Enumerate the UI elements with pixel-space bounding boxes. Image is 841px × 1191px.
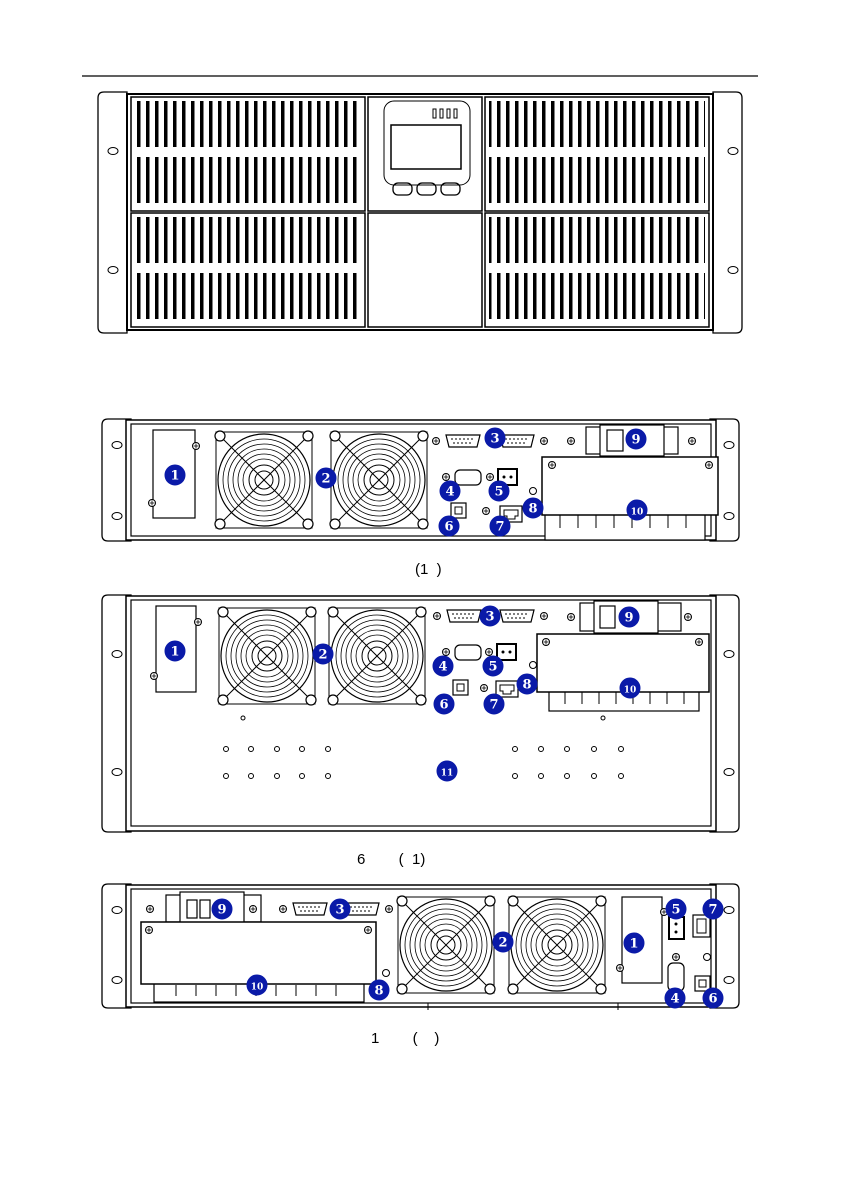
rear-view-6 <box>102 595 739 832</box>
callout-number: 10 <box>631 508 644 518</box>
caption-rear-view-tower: 1 ( ) <box>371 1030 439 1047</box>
callout-number: 1 <box>170 645 179 660</box>
callout-number: 8 <box>528 502 537 517</box>
callout-number: 2 <box>498 936 507 951</box>
callout-number: 2 <box>318 648 327 663</box>
callout-number: 8 <box>522 678 531 693</box>
callout-number: 7 <box>489 698 498 713</box>
callout-number: 9 <box>631 433 640 448</box>
callout-number: 5 <box>671 903 680 918</box>
callout-number: 6 <box>439 698 448 713</box>
callout-number: 9 <box>217 903 226 918</box>
caption-rear-view-6: 6 ( 1) <box>357 851 425 868</box>
callout-number: 8 <box>374 984 383 999</box>
callout-number: 3 <box>485 610 494 625</box>
callout-number: 2 <box>321 472 330 487</box>
callout-number: 7 <box>708 903 717 918</box>
callout-number: 5 <box>488 660 497 675</box>
callout-number: 4 <box>445 485 454 500</box>
callout-number: 9 <box>624 611 633 626</box>
caption-rear-view-1: (1 ) <box>415 561 442 578</box>
callout-number: 10 <box>251 983 264 993</box>
callout-number: 6 <box>444 520 453 535</box>
callout-number: 3 <box>335 903 344 918</box>
callout-number: 4 <box>438 660 447 675</box>
callout-number: 3 <box>490 432 499 447</box>
callout-number: 4 <box>670 992 679 1007</box>
callout-number: 11 <box>441 769 454 779</box>
callout-number: 1 <box>170 469 179 484</box>
callout-number: 5 <box>494 485 503 500</box>
callout-number: 10 <box>624 686 637 696</box>
front-view <box>98 92 742 333</box>
callout-number: 7 <box>495 520 504 535</box>
lcd-display-icon <box>391 125 461 169</box>
callout-number: 1 <box>629 937 638 952</box>
callout-number: 6 <box>708 992 717 1007</box>
